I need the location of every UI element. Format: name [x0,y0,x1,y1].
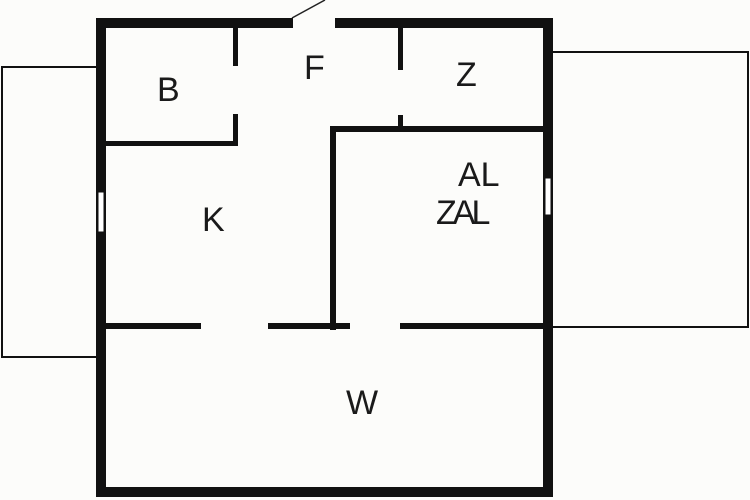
interior-walls [106,28,543,330]
window-right [544,177,552,216]
right-annex [551,51,749,328]
outer-wall [96,18,553,497]
room-label-zal: ZAL [436,194,490,232]
room-label-b: B [157,71,180,109]
room-label-k: K [202,201,225,239]
room-label-w: W [346,384,379,422]
room-label-al: AL [458,156,500,194]
window-left [97,191,105,233]
entrance-door [293,17,335,29]
door-swing [291,0,326,19]
room-label-f: F [304,49,325,87]
left-annex [1,66,98,358]
room-label-z: Z [456,56,477,94]
